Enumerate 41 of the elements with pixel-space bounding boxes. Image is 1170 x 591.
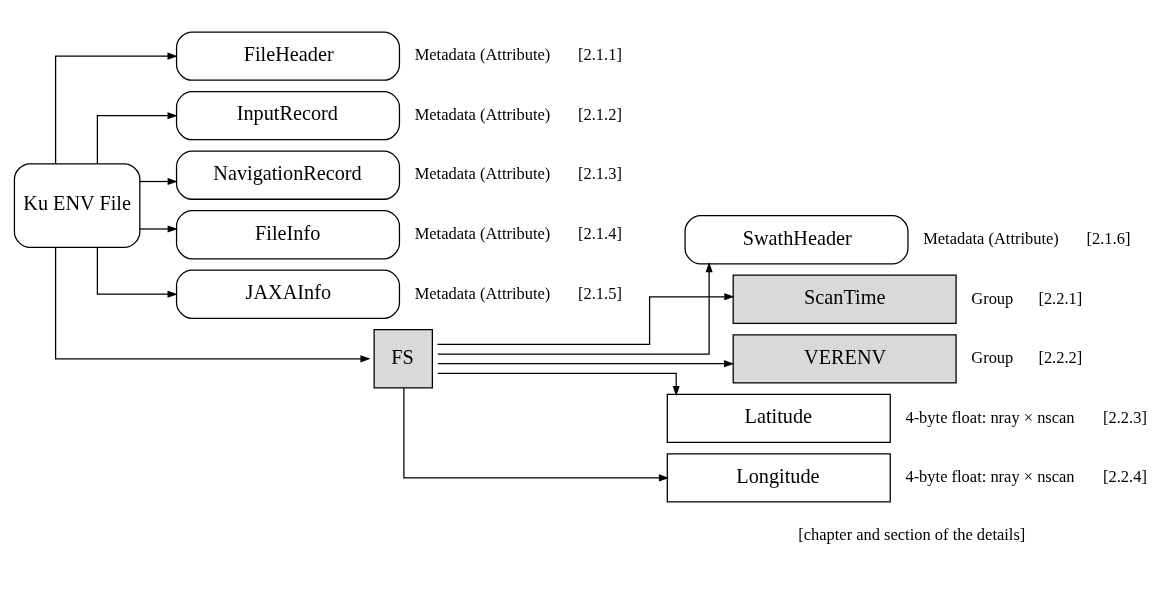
arrow bbox=[138, 177, 178, 186]
node-box: Ku ENV File bbox=[13, 163, 141, 248]
arrow bbox=[437, 360, 735, 368]
node-box: NavigationRecord bbox=[175, 150, 401, 200]
node-label: Group bbox=[971, 348, 1014, 368]
node-label: 4-byte float: nray × nscan bbox=[905, 407, 1075, 427]
label: [chapter and section of the details] bbox=[798, 525, 1026, 545]
node-label: [2.2.4] bbox=[1103, 467, 1147, 487]
node-label: 4-byte float: nray × nscan bbox=[905, 467, 1075, 487]
node-label: [2.2.3] bbox=[1103, 407, 1147, 427]
node-label: [2.1.5] bbox=[578, 283, 622, 303]
arrow bbox=[96, 247, 178, 298]
node-box: JAXAInfo bbox=[175, 269, 401, 319]
arrow bbox=[54, 246, 371, 363]
arrow bbox=[138, 225, 178, 233]
node-label: [2.1.2] bbox=[578, 104, 622, 124]
node-box: FileInfo bbox=[175, 210, 401, 260]
node-box: SwathHeader bbox=[684, 215, 909, 265]
node-label: Metadata (Attribute) bbox=[414, 164, 551, 184]
node-label: [2.2.1] bbox=[1038, 288, 1083, 308]
node-label: Metadata (Attribute) bbox=[414, 224, 551, 244]
node-box: Longitude bbox=[666, 453, 891, 503]
node-box: Latitude bbox=[666, 393, 891, 444]
arrow bbox=[437, 262, 713, 355]
arrow bbox=[403, 387, 670, 482]
node-box: FileHeader bbox=[175, 31, 401, 81]
node-label: Metadata (Attribute) bbox=[414, 45, 551, 65]
node-label: Metadata (Attribute) bbox=[414, 283, 551, 303]
node-label: Metadata (Attribute) bbox=[923, 229, 1059, 249]
node-label: Group bbox=[971, 288, 1014, 308]
node-label: Metadata (Attribute) bbox=[414, 104, 551, 124]
arrow bbox=[436, 293, 735, 346]
node-label: [2.1.1] bbox=[578, 45, 622, 65]
node-label: [2.1.6] bbox=[1086, 229, 1131, 249]
node-label: [2.1.4] bbox=[578, 224, 622, 244]
arrow bbox=[96, 112, 178, 165]
node-label: [2.1.3] bbox=[578, 164, 622, 184]
arrow bbox=[437, 372, 680, 397]
node-box: InputRecord bbox=[175, 90, 401, 141]
node-label: [2.2.2] bbox=[1038, 348, 1083, 368]
arrow bbox=[54, 52, 178, 165]
